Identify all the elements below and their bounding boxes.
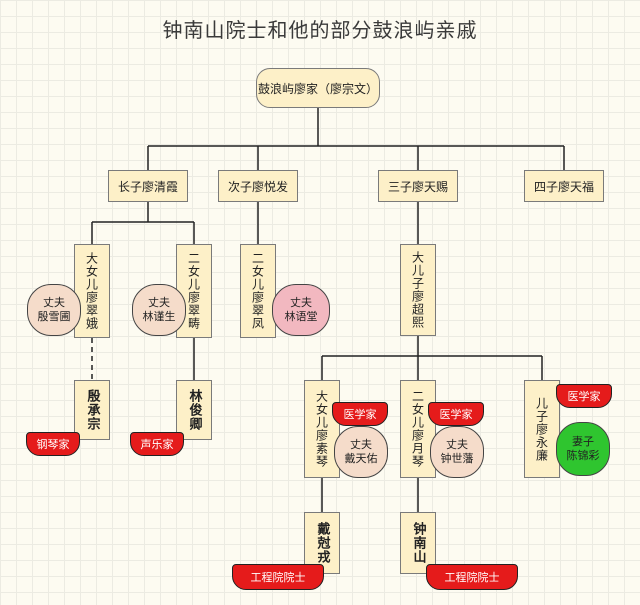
son-4-node: 四子廖天福 xyxy=(524,170,604,202)
grandchild-1-node: 殷承宗 xyxy=(74,380,110,440)
great-son-node: 大儿子廖超熙 xyxy=(400,244,436,336)
badge-engineering-academician-1: 工程院院士 xyxy=(232,564,324,590)
son-1-node: 长子廖清霞 xyxy=(108,170,188,202)
badge-doctor-1: 医学家 xyxy=(332,402,388,426)
husband-2-name: 林谨生 xyxy=(142,310,176,323)
husband-1-oval: 丈夫 殷雪圃 xyxy=(27,284,81,336)
husband-2-oval: 丈夫 林谨生 xyxy=(132,284,186,336)
husband-4-name: 戴天佑 xyxy=(344,452,378,465)
daughter-3-node: 二女儿廖翠凤 xyxy=(240,244,276,338)
badge-engineering-academician-2: 工程院院士 xyxy=(426,564,518,590)
husband-4-role: 丈夫 xyxy=(350,438,372,451)
husband-3-oval: 丈夫 林语堂 xyxy=(272,284,330,336)
son-2-node: 次子廖悦发 xyxy=(218,170,298,202)
husband-4-oval: 丈夫 戴天佑 xyxy=(334,426,388,478)
wife-name: 陈锦彩 xyxy=(566,449,600,462)
great-grandson-node: 儿子廖永廉 xyxy=(524,380,560,478)
husband-5-name: 钟世藩 xyxy=(440,452,474,465)
husband-3-name: 林语堂 xyxy=(284,310,318,323)
diagram-title: 钟南山院士和他的部分鼓浪屿亲戚 xyxy=(162,18,478,42)
husband-1-role: 丈夫 xyxy=(43,296,65,309)
husband-2-role: 丈夫 xyxy=(148,296,170,309)
grandchild-2-node: 林俊卿 xyxy=(176,380,212,440)
husband-3-role: 丈夫 xyxy=(290,296,312,309)
badge-pianist: 钢琴家 xyxy=(26,432,80,456)
wife-oval: 妻子 陈锦彩 xyxy=(556,422,610,476)
badge-doctor-2: 医学家 xyxy=(428,402,484,426)
root-family-node: 鼓浪屿廖家（廖宗文） xyxy=(256,68,380,108)
husband-1-name: 殷雪圃 xyxy=(37,310,71,323)
husband-5-oval: 丈夫 钟世藩 xyxy=(430,426,484,478)
badge-vocalist: 声乐家 xyxy=(130,432,184,456)
wife-role: 妻子 xyxy=(572,435,594,448)
husband-5-role: 丈夫 xyxy=(446,438,468,451)
badge-doctor-3: 医学家 xyxy=(556,384,612,408)
great-daughter-1-node: 大女儿廖素琴 xyxy=(304,380,340,478)
son-3-node: 三子廖天赐 xyxy=(378,170,458,202)
daughter-1-node: 大女儿廖翠娥 xyxy=(74,244,110,338)
great-daughter-2-node: 二女儿廖月琴 xyxy=(400,380,436,478)
great-grandchild-2-node: 钟南山 xyxy=(400,512,436,574)
great-grandchild-1-node: 戴尅戎 xyxy=(304,512,340,574)
